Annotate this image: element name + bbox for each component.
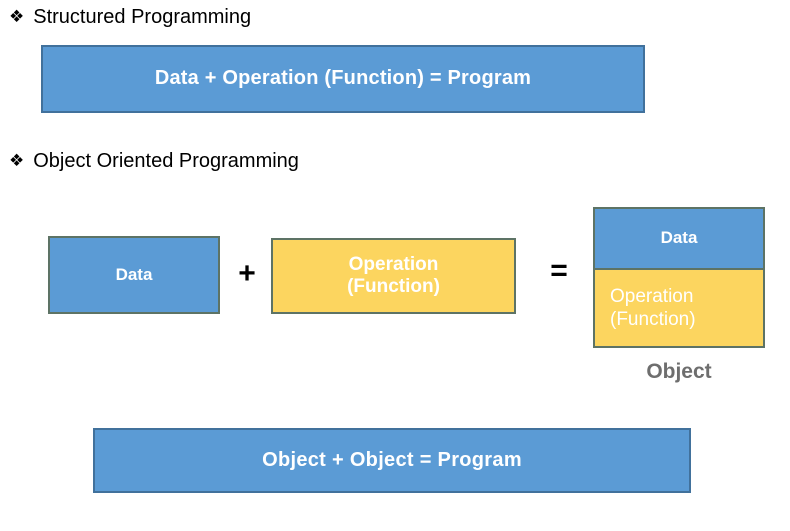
object-data-cell: Data xyxy=(593,207,765,270)
heading-object-oriented-programming: ❖ Object Oriented Programming xyxy=(9,150,299,172)
object-operation-cell-line1: Operation xyxy=(610,285,694,307)
structured-programming-equation-banner: Data + Operation (Function) = Program xyxy=(41,45,645,113)
heading-object-oriented-programming-label: Object Oriented Programming xyxy=(33,150,299,172)
plus-operator-icon: + xyxy=(238,257,256,290)
heading-structured-programming: ❖ Structured Programming xyxy=(9,6,251,28)
object-equation-text: Object + Object = Program xyxy=(262,448,522,471)
data-box-label: Data xyxy=(115,264,153,284)
four-diamond-bullet-icon: ❖ xyxy=(9,150,25,171)
object-operation-cell-label: Operation (Function) xyxy=(610,285,696,331)
four-diamond-bullet-icon: ❖ xyxy=(9,6,25,27)
object-equation-banner: Object + Object = Program xyxy=(93,428,691,493)
operation-function-box-line1: Operation xyxy=(348,253,439,275)
operation-function-box-label: Operation (Function) xyxy=(347,254,440,299)
object-composite-box: Data Operation (Function) xyxy=(593,207,765,348)
structured-programming-equation-text: Data + Operation (Function) = Program xyxy=(154,67,532,90)
object-data-cell-label: Data xyxy=(660,228,698,248)
operation-function-box: Operation (Function) xyxy=(271,238,516,314)
heading-structured-programming-label: Structured Programming xyxy=(33,6,252,28)
object-operation-cell: Operation (Function) xyxy=(593,270,765,348)
equals-operator-icon: = xyxy=(550,254,568,287)
object-operation-cell-line2: (Function) xyxy=(610,309,696,330)
object-caption-label: Object xyxy=(646,360,712,383)
data-box: Data xyxy=(48,236,220,314)
operation-function-box-line2: (Function) xyxy=(347,276,440,297)
